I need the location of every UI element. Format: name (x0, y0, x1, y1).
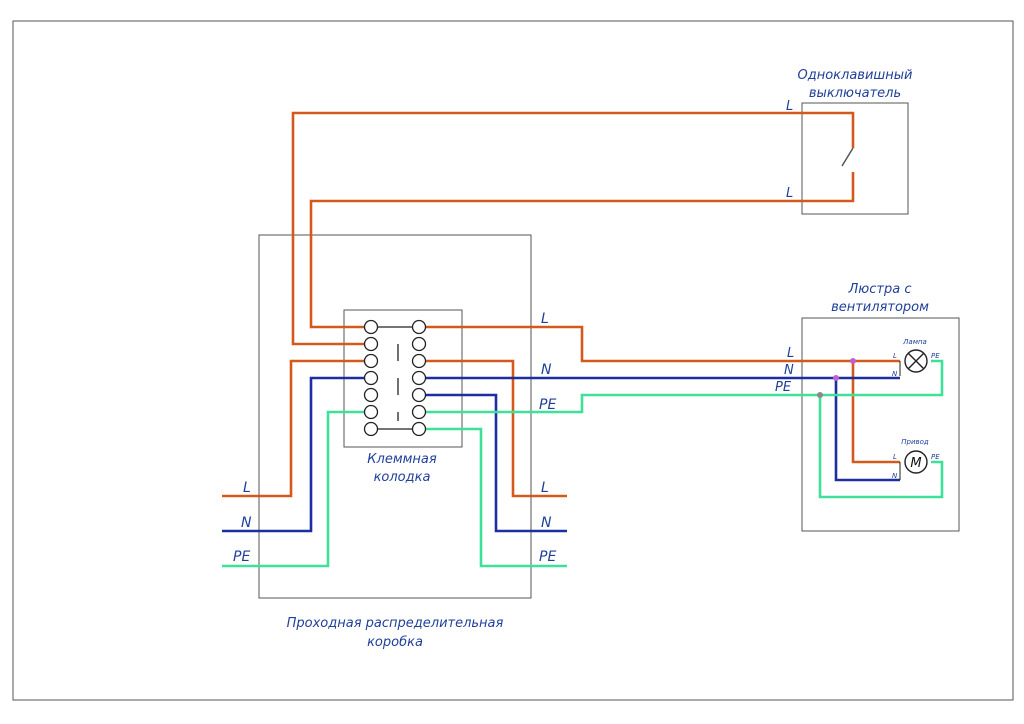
motor-pe-label: PE (931, 453, 940, 461)
terminal-block-title-line2: колодка (374, 470, 431, 485)
terminal-n1-right (411, 370, 427, 386)
output-phase-wire (419, 359, 567, 498)
switch-l-top-label: L (786, 99, 793, 114)
switch-outline (801, 102, 909, 215)
motor-symbol-letter: M (910, 456, 921, 471)
input-n-label: N (241, 515, 252, 531)
lamp-title: Лампа (902, 338, 927, 346)
distribution-box-title-line2: коробка (367, 635, 423, 650)
box-out-pe-label: PE (539, 397, 556, 413)
motor-l-label: L (893, 453, 897, 461)
phase-junction-dot (850, 358, 856, 364)
drawing-frame (12, 20, 1014, 701)
terminal-l2-left (363, 336, 379, 352)
earth-wires (222, 359, 944, 568)
input-neutral-wire (222, 376, 371, 533)
output-l-label: L (541, 480, 549, 496)
chandelier-pe-label: PE (775, 380, 792, 395)
switch-l-bottom-label: L (786, 186, 793, 201)
output-neutral-wire (419, 393, 567, 533)
terminal-l3-right (411, 353, 427, 369)
chandelier-outline (801, 317, 960, 532)
terminal-l1-left (363, 319, 379, 335)
terminal-l1-right (411, 319, 427, 335)
terminal-n2-right (411, 387, 427, 403)
terminal-n2-left (363, 387, 379, 403)
motor-symbol: M (899, 450, 928, 480)
switch-title-line1: Одноклавишный (797, 68, 912, 83)
lamp-symbol (899, 349, 928, 376)
switch-feed-wire (291, 111, 855, 346)
box-out-l-label: L (541, 311, 549, 327)
box-out-n-label: N (541, 362, 552, 378)
chandelier-title-line1: Люстра с (848, 282, 912, 297)
terminal-block-title-line1: Клеммная (367, 452, 437, 467)
terminal-block-links (378, 326, 412, 430)
switched-phase-wire (309, 172, 855, 329)
input-earth-wire (222, 410, 371, 568)
neutral-wires (222, 376, 900, 533)
earth-junction-dot (817, 392, 823, 398)
neutral-junction-dot (833, 375, 839, 381)
input-phase-wire (222, 359, 371, 498)
terminal-l3-left (363, 353, 379, 369)
motor-n-label: N (892, 472, 898, 480)
terminal-n1-left (363, 370, 379, 386)
terminal-block (363, 319, 427, 437)
distribution-box-outline (258, 234, 532, 599)
phase-wires (222, 111, 900, 498)
terminal-pe1-left (363, 404, 379, 420)
switch-blade (841, 147, 854, 167)
terminal-l2-right (411, 336, 427, 352)
lamp-pe-label: PE (931, 352, 940, 360)
terminal-pe2-right (411, 421, 427, 437)
lamp-n-label: N (892, 370, 898, 378)
input-pe-label: PE (233, 549, 250, 565)
chandelier-earth-wire (419, 359, 944, 414)
output-n-label: N (541, 515, 552, 531)
motor-earth-branch (818, 395, 944, 499)
chandelier-l-label: L (787, 346, 794, 361)
chandelier-title-line2: вентилятором (831, 300, 929, 315)
motor-title: Привод (901, 438, 929, 446)
terminal-pe2-left (363, 421, 379, 437)
input-l-label: L (243, 480, 251, 496)
motor-neutral-branch (834, 378, 900, 482)
distribution-box-title-line1: Проходная распределительная (287, 616, 504, 631)
chandelier-n-label: N (784, 363, 794, 378)
lamp-l-label: L (893, 352, 897, 360)
switch-title-line2: выключатель (809, 86, 901, 101)
chandelier-phase-wire (419, 325, 900, 363)
terminal-pe1-right (411, 404, 427, 420)
output-earth-wire (419, 427, 567, 568)
output-pe-label: PE (539, 549, 556, 565)
